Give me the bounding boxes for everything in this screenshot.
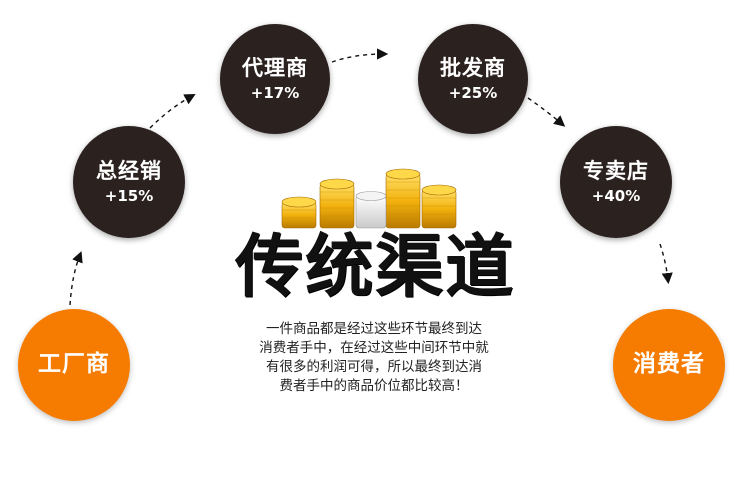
node-store-markup: +40% — [591, 187, 641, 206]
node-wholesale-markup: +25% — [448, 84, 498, 103]
description: 一件商品都是经过这些环节最终到达 消费者手中，在经过这些中间环节中就 有很多的利… — [236, 320, 512, 396]
node-agent-markup: +17% — [250, 84, 300, 103]
coin-stack-icon — [281, 168, 457, 229]
description-line: 消费者手中，在经过这些中间环节中就 — [259, 340, 489, 356]
node-distributor-name: 总经销 — [96, 158, 162, 183]
description-line: 费者手中的商品价位都比较高！ — [279, 378, 469, 394]
node-wholesale-name: 批发商 — [440, 55, 506, 80]
node-distributor: 总经销 +15% — [73, 126, 185, 238]
node-wholesale: 批发商 +25% — [418, 24, 528, 134]
node-agent-name: 代理商 — [242, 55, 308, 80]
node-factory: 工厂商 — [18, 309, 130, 421]
node-distributor-markup: +15% — [104, 187, 154, 206]
node-agent: 代理商 +17% — [220, 24, 330, 134]
description-line: 有很多的利润可得，所以最终到达消 — [266, 359, 482, 375]
dashed-arrow-icon — [331, 48, 389, 63]
node-consumer: 消费者 — [613, 309, 725, 421]
node-factory-name: 工厂商 — [38, 351, 110, 378]
description-line: 一件商品都是经过这些环节最终到达 — [266, 321, 482, 337]
node-store-name: 专卖店 — [583, 158, 649, 183]
dashed-arrow-icon — [659, 243, 673, 285]
node-store: 专卖店 +40% — [560, 126, 672, 238]
node-consumer-name: 消费者 — [633, 351, 705, 378]
dashed-arrow-icon — [69, 251, 83, 306]
dashed-arrow-icon — [527, 97, 566, 127]
headline: 传统渠道 — [234, 228, 515, 307]
dashed-arrow-icon — [149, 93, 196, 129]
